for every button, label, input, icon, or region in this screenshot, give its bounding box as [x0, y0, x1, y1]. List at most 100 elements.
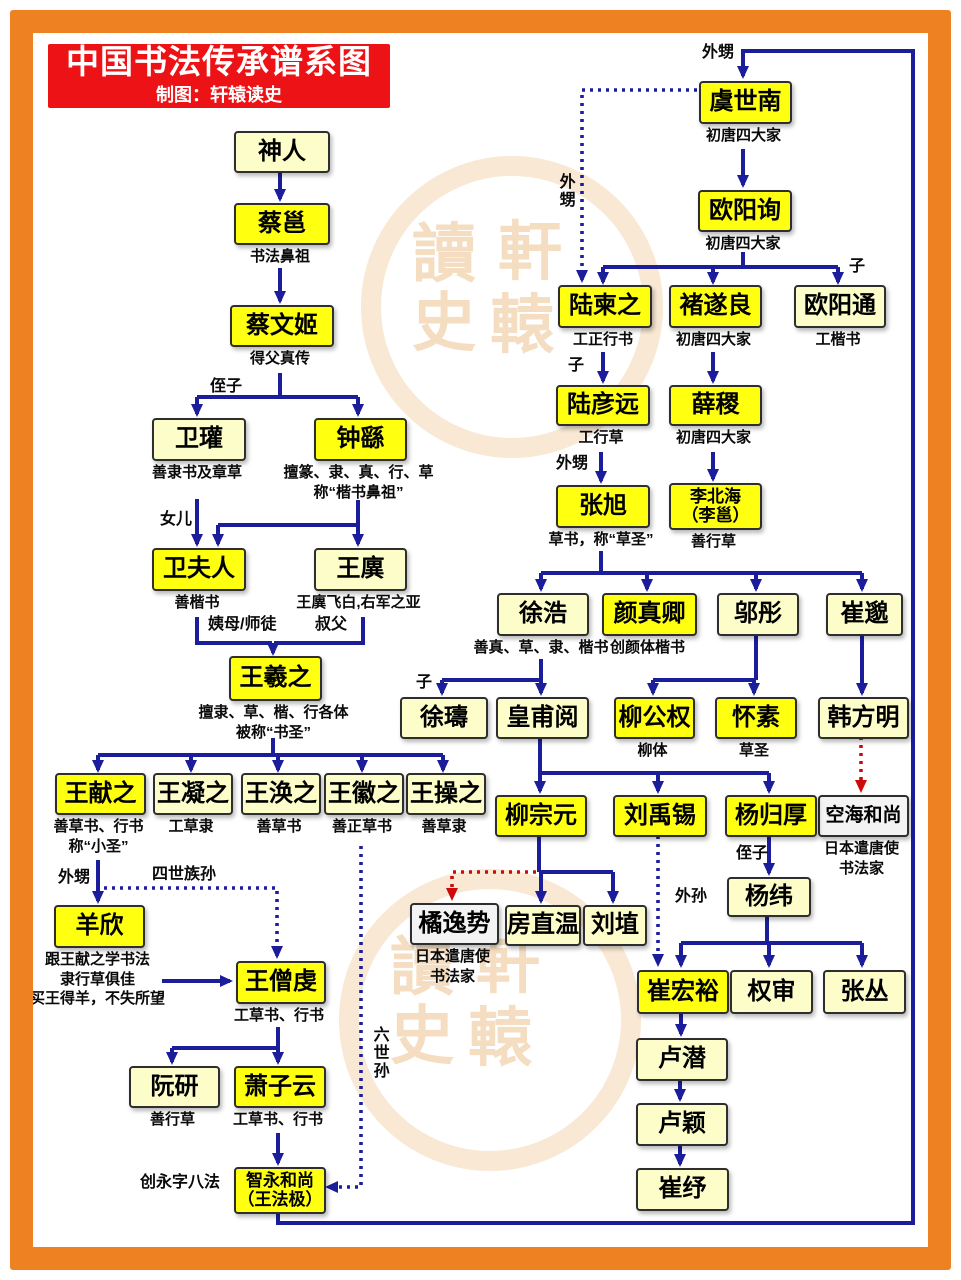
- caption-liugongquan: 柳体: [637, 742, 668, 759]
- node-yangwei: 杨纬: [727, 877, 811, 917]
- relation-label: 六世孙: [370, 1026, 388, 1080]
- node-label: 欧阳通: [804, 292, 876, 320]
- caption-yushinan: 初唐四大家: [705, 127, 782, 144]
- node-caiyong: 蔡邕: [234, 203, 330, 245]
- caption-yanzhenqing: 创颜体楷书: [609, 639, 686, 656]
- caption-wangyi: 王廙飞白,右军之亚: [296, 594, 421, 611]
- caption-ruanyan: 善行草: [149, 1111, 196, 1128]
- node-label: 颜真卿: [613, 600, 686, 628]
- node-zhangcong: 张丛: [823, 970, 906, 1014]
- node-label: 薛稷: [691, 391, 740, 419]
- node-label: 邬彤: [734, 600, 782, 628]
- edge-wanghuizhi-to-zhiyong: [325, 846, 363, 1193]
- node-label: 房直温: [507, 911, 579, 939]
- node-label: 刘埴: [591, 911, 639, 939]
- node-zhangxu: 张旭: [556, 485, 650, 528]
- node-label: 王涣之: [245, 779, 317, 807]
- node-wangcaozhi: 王操之: [406, 773, 486, 815]
- node-yangguihou: 杨归厚: [725, 795, 817, 837]
- node-lujianzhi: 陆柬之: [558, 285, 652, 328]
- node-shenren: 神人: [234, 131, 330, 173]
- node-yangxin: 羊欣: [54, 905, 145, 948]
- caption-xueji: 初唐四大家: [675, 429, 752, 446]
- node-label: 神人: [258, 137, 306, 165]
- node-label: 王廙: [336, 555, 385, 583]
- node-wangsengqian: 王僧虔: [236, 961, 326, 1004]
- watermark-character: 史: [412, 286, 476, 361]
- page-subtitle: 制图：轩辕读史: [156, 85, 282, 106]
- node-label: 钟繇: [336, 425, 385, 453]
- node-label: 卫夫人: [163, 555, 235, 583]
- node-label: 刘禹锡: [624, 801, 696, 829]
- node-label: 韩方明: [827, 703, 900, 731]
- caption-zhangxu: 草书，称“草圣”: [548, 531, 654, 548]
- node-label: 羊欣: [75, 912, 124, 940]
- caption-weiguan: 善隶书及章草: [151, 464, 243, 481]
- caption-luyanyuan: 工行草: [578, 429, 624, 446]
- node-wangyi: 王廙: [314, 548, 407, 591]
- node-label: 柳公权: [618, 703, 691, 731]
- caption-wanghuizhi: 善正草书: [331, 818, 393, 835]
- caption-wangningzhi: 工草隶: [168, 818, 214, 835]
- caption-wanghuanzhi: 善草书: [256, 818, 302, 835]
- caption-yangxin: 跟王献之学书法隶行草俱佳买王得羊，不失所望: [29, 951, 166, 1007]
- node-xushu: 徐璹: [400, 697, 488, 739]
- node-label: 王僧虔: [245, 968, 317, 996]
- node-label: 徐璹: [420, 703, 468, 731]
- node-label: 王徽之: [328, 779, 400, 807]
- caption-xuhao: 善真、草、隶、楷书: [473, 639, 609, 656]
- node-wanghuanzhi: 王涣之: [241, 773, 321, 815]
- node-yushinan: 虞世南: [699, 81, 792, 124]
- node-label: 王献之: [64, 779, 137, 807]
- node-ruanyan: 阮研: [129, 1066, 220, 1108]
- node-label: 王凝之: [157, 779, 229, 807]
- node-label: 柳宗元: [505, 801, 577, 829]
- node-label: 怀素: [732, 703, 780, 731]
- node-luyanyuan: 陆彦远: [556, 385, 650, 426]
- node-yanzhenqing: 颜真卿: [602, 593, 697, 636]
- node-luying: 卢颖: [636, 1103, 728, 1146]
- node-liugongquan: 柳公权: [614, 697, 695, 739]
- edge-liuzongyuan-to-juyishi: [446, 870, 536, 901]
- node-label: 李北海: [690, 486, 741, 506]
- edge-yushinan-to-lujianzhi: [576, 88, 697, 283]
- node-label: 崔邈: [840, 600, 889, 628]
- node-wangxizhi: 王羲之: [229, 656, 322, 701]
- relation-label: 叔父: [315, 616, 348, 633]
- caption-wangsengqian: 工草书、行书: [233, 1007, 325, 1024]
- node-label: 陆柬之: [569, 292, 641, 320]
- caption-wangxianzhi: 善草书、行书称“小圣”: [53, 818, 144, 855]
- relation-label: 外孙: [675, 888, 708, 905]
- caption-chusuiliang: 初唐四大家: [675, 331, 752, 348]
- node-label: 萧子云: [244, 1072, 316, 1100]
- edge-wangxianzhi-to-wangsengqian: [104, 886, 283, 959]
- relation-label: 子: [849, 258, 866, 275]
- node-luqian: 卢潜: [636, 1038, 728, 1081]
- watermark-character: 讀: [412, 217, 476, 292]
- node-weifuren: 卫夫人: [152, 548, 246, 591]
- node-cuishu: 崔纾: [636, 1168, 729, 1211]
- node-label: 卫瓘: [175, 425, 223, 453]
- node-xueji: 薛稷: [669, 385, 762, 426]
- watermark-character: 轅: [490, 288, 554, 363]
- node-libeihai: 李北海（李邕）: [669, 483, 762, 530]
- edge-weifuren: [195, 617, 272, 645]
- relation-label: 姨母/师徒: [208, 616, 277, 633]
- caption-ouyangxun: 初唐四大家: [705, 235, 781, 252]
- node-wangningzhi: 王凝之: [153, 773, 233, 815]
- node-cuihongyu: 崔宏裕: [637, 970, 729, 1014]
- node-wanghuizhi: 王徽之: [324, 773, 404, 815]
- node-quanshen: 权审: [730, 970, 813, 1014]
- node-liuzongyuan: 柳宗元: [495, 795, 587, 837]
- node-xuhao: 徐浩: [497, 593, 589, 636]
- node-label: 智永和尚: [246, 1170, 314, 1190]
- node-chusuiliang: 褚遂良: [669, 285, 762, 328]
- node-zhiyong: 智永和尚（王法极）: [234, 1167, 326, 1214]
- node-label: 张旭: [579, 492, 627, 520]
- relation-label: 女儿: [160, 511, 193, 528]
- node-label: 欧阳询: [709, 196, 781, 224]
- node-label: 权审: [747, 977, 796, 1005]
- relation-label: 创永字八法: [140, 1174, 221, 1191]
- relation-label: 外甥: [58, 869, 91, 886]
